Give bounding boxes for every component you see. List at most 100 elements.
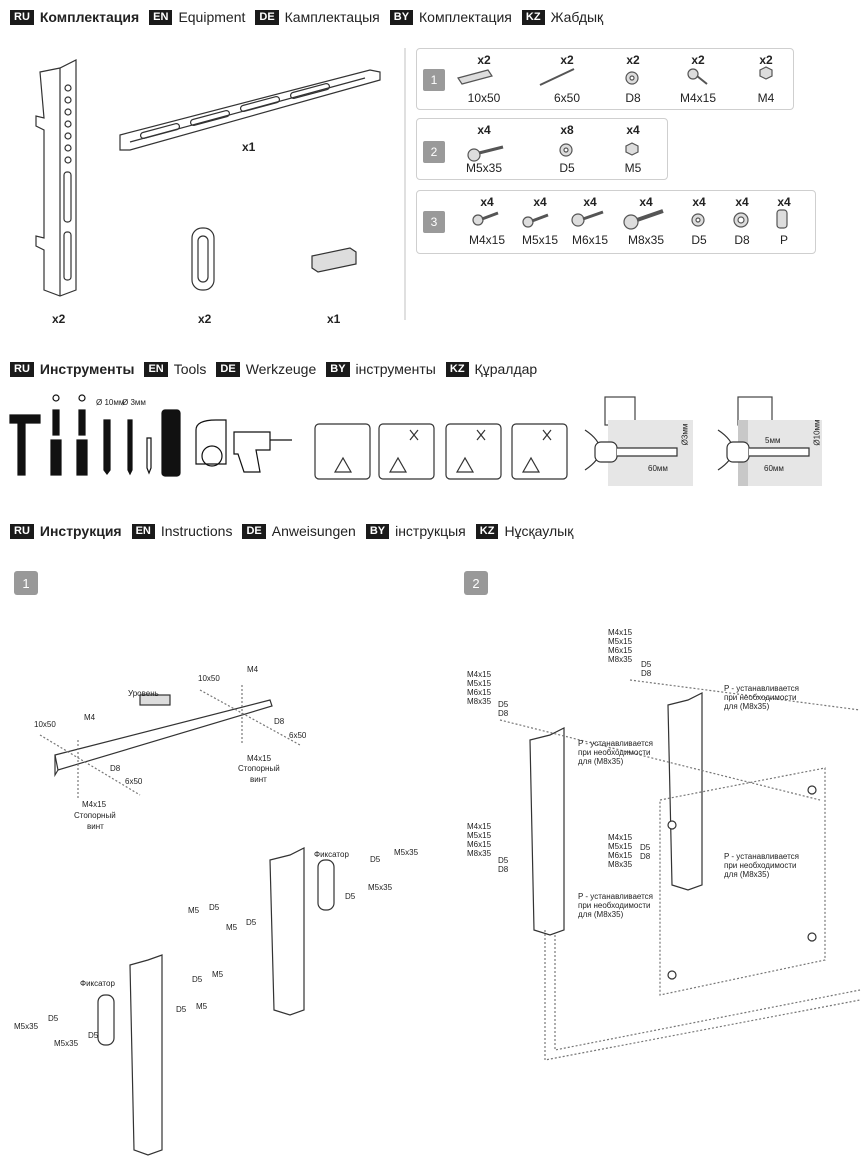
heading-by: Комплектация bbox=[419, 9, 512, 25]
brick-dia-label: Ø10мм bbox=[812, 419, 822, 446]
lang-tag-ru: RU bbox=[10, 523, 34, 539]
label: Уровень bbox=[128, 689, 159, 698]
step2-assembly bbox=[499, 679, 861, 1061]
kit-number: 1 bbox=[423, 69, 445, 91]
screw-sizes-label: M4x15 M5x15 M6x15 M8x35 bbox=[608, 628, 633, 664]
label: M5x35 bbox=[54, 1039, 79, 1048]
kit-number: 2 bbox=[423, 141, 445, 163]
screw-sizes-label: M4x15 M5x15 M6x15 M8x35 bbox=[608, 833, 633, 869]
washer-sizes-label: D5 D8 bbox=[640, 843, 651, 861]
label: M4x15 bbox=[82, 800, 107, 809]
label: 6x50 bbox=[125, 777, 143, 786]
screw-sizes-label: M4x15 M5x15 M6x15 M8x35 bbox=[467, 670, 492, 706]
lang-tag-de: DE bbox=[255, 9, 279, 25]
label: 10x50 bbox=[198, 674, 220, 683]
lang-tag-en: EN bbox=[144, 361, 168, 377]
heading-by: інструкцыя bbox=[395, 523, 466, 539]
label: 10x50 bbox=[34, 720, 56, 729]
bracket-qty: x2 bbox=[52, 312, 66, 326]
washer-sizes-label: D5 D8 bbox=[498, 856, 509, 874]
step1-bracket-right bbox=[269, 847, 335, 1016]
washer-sizes-label: D5 D8 bbox=[498, 700, 509, 718]
heading-de: Anweisungen bbox=[271, 523, 356, 539]
washer-sizes-label: D5 D8 bbox=[641, 660, 652, 678]
bracket-part bbox=[35, 59, 77, 297]
label: M5 bbox=[196, 1002, 208, 1011]
label: Фиксатор bbox=[80, 979, 115, 988]
label: D5 bbox=[246, 918, 257, 927]
label: винт bbox=[250, 775, 267, 784]
heading-en: Equipment bbox=[178, 9, 246, 25]
label: D5 bbox=[48, 1014, 59, 1023]
label: D5 bbox=[345, 892, 356, 901]
lang-tag-kz: KZ bbox=[445, 361, 469, 377]
lang-tag-en: EN bbox=[149, 9, 173, 25]
label: M5x35 bbox=[394, 848, 419, 857]
step2-labels: M4x15 M5x15 M6x15 M8x35 D5 D8 M4x15 M5x1… bbox=[0, 0, 867, 919]
heading-by: інструменты bbox=[355, 361, 436, 377]
label: M4x15 bbox=[247, 754, 272, 763]
level-qty: x1 bbox=[327, 312, 341, 326]
lang-tag-kz: KZ bbox=[521, 9, 545, 25]
label: Стопорный bbox=[74, 811, 116, 820]
label: D5 bbox=[88, 1031, 99, 1040]
step1-rail-assembly bbox=[39, 685, 301, 800]
label: D5 bbox=[209, 903, 220, 912]
label: M5x35 bbox=[368, 883, 393, 892]
heading-de: Кампле­ктацыя bbox=[284, 9, 380, 25]
brick-wall-diagram bbox=[717, 396, 822, 486]
label: M5 bbox=[188, 906, 200, 915]
wood-dia-label: Ø3мм bbox=[680, 423, 690, 446]
lang-tag-kz: KZ bbox=[475, 523, 499, 539]
lang-tag-by: BY bbox=[365, 523, 390, 539]
lang-tag-ru: RU bbox=[10, 361, 34, 377]
clip-part bbox=[191, 227, 215, 291]
level-part bbox=[311, 247, 357, 273]
spacer-note: P - устанавливается при необходимости дл… bbox=[724, 852, 800, 879]
wood-wall-diagram bbox=[584, 396, 693, 486]
heading-ru: Комплектация bbox=[39, 9, 140, 25]
heading-en: Tools bbox=[173, 361, 207, 377]
kit-number: 3 bbox=[423, 211, 445, 233]
spacer-note: P - устанавливается при необходимости дл… bbox=[578, 892, 654, 919]
step-2-badge: 2 bbox=[464, 571, 488, 595]
heading-kz: Жабдық bbox=[550, 9, 604, 25]
step1-bracket-left bbox=[97, 954, 163, 1156]
label: D8 bbox=[110, 764, 121, 773]
heading-ru: Инструменты bbox=[39, 361, 135, 377]
warning-icons bbox=[314, 423, 568, 480]
spacer-note: P - устанавливается при необходимости дл… bbox=[724, 684, 800, 711]
screw-sizes-label: M4x15 M5x15 M6x15 M8x35 bbox=[467, 822, 492, 858]
label: D5 bbox=[370, 855, 381, 864]
label: M4 bbox=[247, 665, 259, 674]
drill-bit-3-label: Ø 3мм bbox=[122, 398, 146, 407]
label: D8 bbox=[274, 717, 285, 726]
heading-en: Instructions bbox=[160, 523, 233, 539]
brick-depth-label: 60мм bbox=[764, 464, 784, 473]
label: 6x50 bbox=[289, 731, 307, 740]
drill-bit-10-label: Ø 10мм bbox=[96, 398, 125, 407]
hand-tools bbox=[9, 394, 292, 477]
heading-de: Werkzeuge bbox=[245, 361, 317, 377]
lang-tag-ru: RU bbox=[10, 9, 34, 25]
lang-tag-en: EN bbox=[131, 523, 155, 539]
heading-kz: Нұсқаулық bbox=[504, 523, 574, 539]
lang-tag-by: BY bbox=[326, 361, 350, 377]
clip-qty: x2 bbox=[198, 312, 212, 326]
label: винт bbox=[87, 822, 104, 831]
